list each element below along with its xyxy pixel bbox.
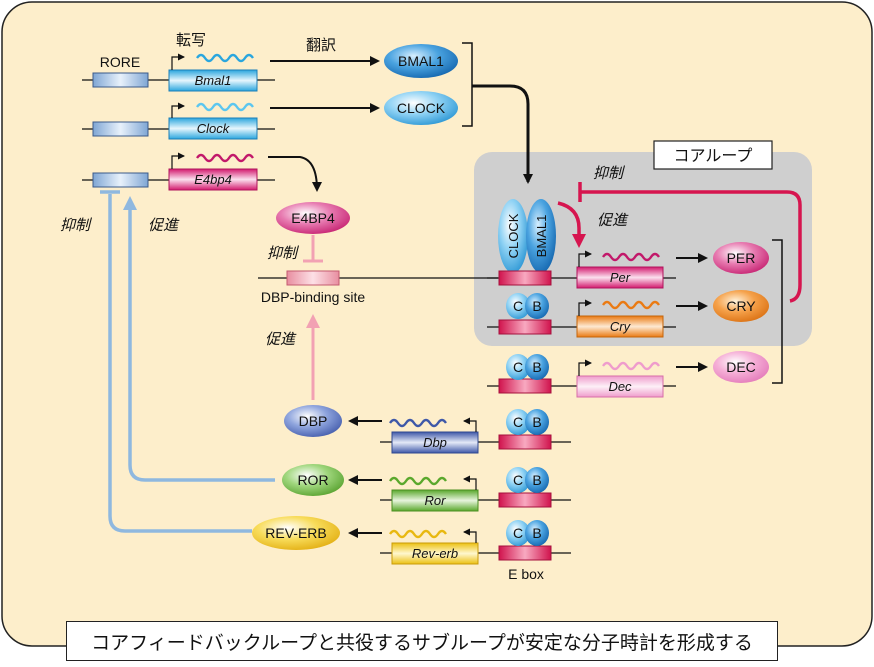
cb-dimer-ror-c-label: C xyxy=(513,472,523,488)
core-loop-title-box xyxy=(653,140,773,170)
per-gene-label: Per xyxy=(610,270,631,285)
cry-gene-row: Cry xyxy=(487,299,708,338)
cb-dimer-ror-b-label: B xyxy=(532,472,541,488)
e4bp4-inhibit-label: 抑制 xyxy=(267,245,300,262)
cb-dimer-ror xyxy=(506,467,530,493)
bmal1-protein-label: BMAL1 xyxy=(398,53,444,69)
cb-dimer-cry xyxy=(506,293,530,319)
bmal1-dimer-label: BMAL1 xyxy=(534,215,549,258)
cb-dimer-reverb-b-label: B xyxy=(532,525,541,541)
cb-dimer-dbp-c-label: C xyxy=(513,414,523,430)
cb-dimer-reverb xyxy=(506,520,530,546)
dec-gene-row: Dec xyxy=(487,359,708,398)
core-promote-label: 促進 xyxy=(597,212,629,229)
heterodimer-arrow xyxy=(472,84,533,184)
ror-gene-label: Ror xyxy=(425,493,447,508)
reverb-gene-label: Rev-erb xyxy=(412,546,458,561)
core-inhibit-line xyxy=(580,190,802,303)
cb-dimer-cry-c-label: C xyxy=(513,298,523,314)
dimer-promote-arrow xyxy=(557,201,586,248)
clock-gene-row: Clock xyxy=(82,102,380,140)
cry-gene-label: Cry xyxy=(610,319,632,334)
left-promote-label: 促進 xyxy=(148,217,180,234)
cb-dimer-dec xyxy=(506,354,530,380)
dbp-site-label: DBP-binding site xyxy=(261,289,365,305)
bmal1-protein xyxy=(384,44,458,78)
rore-label: RORE xyxy=(100,54,140,70)
ror-promote-line xyxy=(123,196,275,482)
e4bp4-gene-label: E4bp4 xyxy=(194,172,232,187)
ror-protein-label: ROR xyxy=(297,472,328,488)
core-loop-title: コアループ xyxy=(674,147,753,165)
per-protein-label: PER xyxy=(727,250,756,266)
per-protein xyxy=(713,242,769,274)
dbp-protein xyxy=(284,405,342,437)
clock-dimer-label: CLOCK xyxy=(506,213,521,258)
cb-dimer-dbp-b-label: B xyxy=(532,414,541,430)
cb-dimer-dec-b xyxy=(525,354,549,380)
cb-dimer-cry-b xyxy=(525,293,549,319)
cb-dimer-reverb-c-label: C xyxy=(513,525,523,541)
reverb-protein-label: REV-ERB xyxy=(265,525,326,541)
clock-protein-label: CLOCK xyxy=(397,100,446,116)
dbp-site-box xyxy=(286,270,340,286)
reverb-inhibit-line xyxy=(108,194,252,533)
per-gene-row: Per xyxy=(487,250,708,289)
cb-dimer-cry-b-label: B xyxy=(532,298,541,314)
cb-dimer-dec-c-label: C xyxy=(513,359,523,375)
ebox-label: E box xyxy=(508,566,544,582)
ror-protein xyxy=(282,464,344,496)
cb-dimer-dbp xyxy=(506,409,530,435)
dbp-gene-row: Dbp xyxy=(348,416,571,454)
e4bp4-protein-label: E4BP4 xyxy=(291,210,335,226)
cb-dimer-dec-b-label: B xyxy=(532,359,541,375)
cb-dimer-reverb-b xyxy=(525,520,549,546)
clock-protein xyxy=(384,91,458,125)
reverb-protein xyxy=(252,516,340,550)
cry-protein-label: CRY xyxy=(726,298,756,314)
dec-protein xyxy=(713,351,769,383)
reverb-gene-row: Rev-erb xyxy=(348,528,571,565)
dbp-protein-label: DBP xyxy=(299,413,328,429)
dec-protein-label: DEC xyxy=(726,359,756,375)
cry-protein xyxy=(713,290,769,322)
left-inhibit-label: 抑制 xyxy=(60,217,93,234)
core-inhibit-label: 抑制 xyxy=(593,165,626,182)
ror-gene-row: Ror xyxy=(348,475,571,512)
e4bp4-protein xyxy=(276,202,350,234)
transcription-label: 転写 xyxy=(176,32,206,49)
bmal1-gene-row: Bmal1 xyxy=(82,53,380,92)
bmal1-dimer-protein xyxy=(526,199,556,273)
clock-dimer-protein xyxy=(498,199,528,273)
caption: コアフィードバックループと共役するサブループが安定な分子時計を形成する xyxy=(66,621,778,661)
bmal1-gene-label: Bmal1 xyxy=(195,73,232,88)
per-cry-dec-bracket xyxy=(772,239,783,384)
dbp-promote-label: 促進 xyxy=(265,331,297,348)
clock-gene-label: Clock xyxy=(197,121,231,136)
e4bp4-gene-row: E4bp4 xyxy=(82,152,322,192)
dec-gene-label: Dec xyxy=(608,379,632,394)
cb-dimer-dbp-b xyxy=(525,409,549,435)
cb-dimer-ror-b xyxy=(525,467,549,493)
translation-label: 翻訳 xyxy=(306,37,336,54)
dbp-gene-label: Dbp xyxy=(423,435,447,450)
